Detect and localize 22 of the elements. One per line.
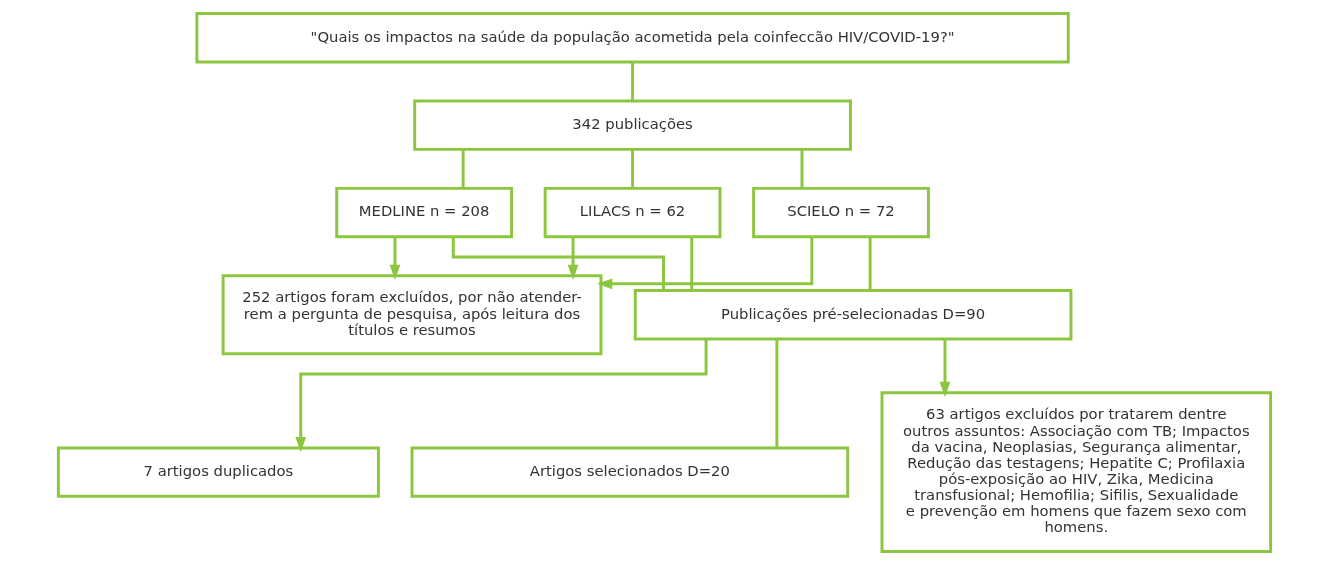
connector [630, 62, 634, 101]
connector [774, 339, 778, 448]
arrow [389, 236, 400, 281]
arrow [939, 339, 950, 398]
node-box: 252 artigos foram excluídos, por não atender-rem a pergunta de pesquisa, após leitura dos títulos e resumos [221, 274, 602, 356]
connector [800, 149, 803, 189]
arrow [567, 236, 578, 281]
node-box: "Quais os impactos na saúde da população acometida pela coinfeccão HIV/COVID-19?" [194, 12, 1070, 64]
node-box: LILACS n = 62 [543, 186, 721, 239]
node-box: 63 artigos excluídos por tratarem dentre outros assuntos: Associação com TB; Impactos da vacina, Neoplasias, Segurança alimentar, Redução das testagens; Hepatite C; Profilaxia pós-exposição ao HIV, Zika, Medicina transfusional; Hemofilia; Sifilis, Sexualidade e prevenção em homens que fazem sexo com homens. [880, 391, 1272, 553]
node-box: Publicações pré-selecionadas D=90 [633, 289, 1072, 341]
node-box: 342 publicações [412, 99, 852, 151]
arrow [596, 237, 813, 290]
connector [689, 236, 693, 291]
arrow [294, 339, 708, 453]
connector [630, 149, 634, 189]
node-box: MEDLINE n = 208 [334, 186, 513, 239]
node-box: 7 artigos duplicados [56, 446, 380, 498]
connector [868, 236, 872, 291]
node-box: Artigos selecionados D=20 [410, 446, 849, 498]
connector [461, 149, 465, 189]
node-box: SCIELO n = 72 [751, 186, 930, 239]
